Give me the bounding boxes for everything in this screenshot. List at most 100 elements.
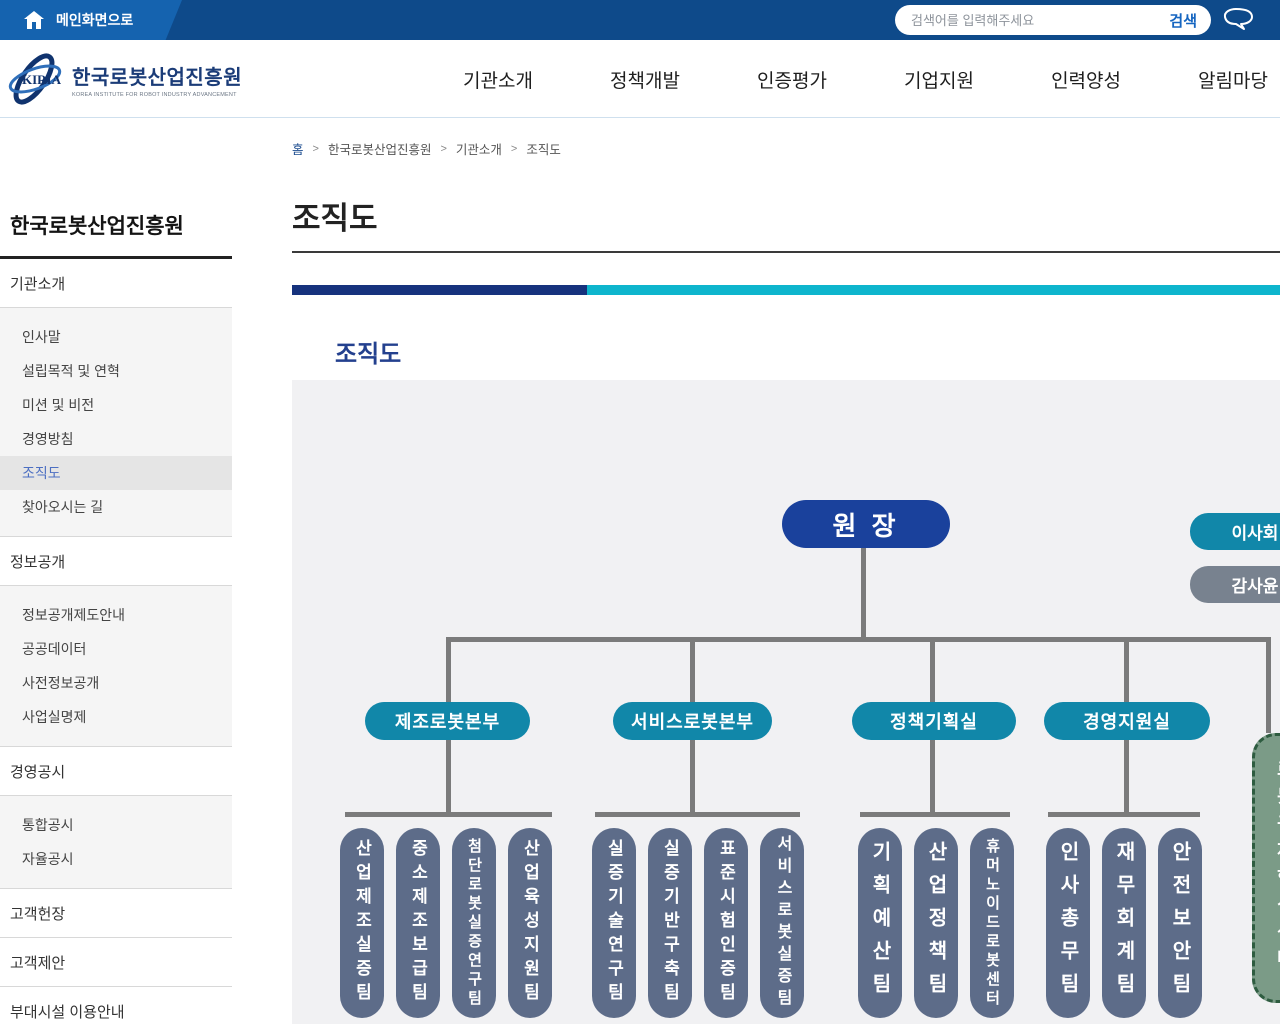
divider xyxy=(0,795,232,796)
sidebar-item-disclosure-guide[interactable]: 정보공개제도안내 xyxy=(22,607,126,623)
speech-bubble-icon[interactable] xyxy=(1220,7,1260,33)
breadcrumb-home[interactable]: 홈 xyxy=(292,143,304,157)
nav-item-policy[interactable]: 정책개발 xyxy=(610,70,680,92)
breadcrumb-separator: > xyxy=(440,142,447,155)
sidebar-submenu-management-disclosure: 통합공시 자율공시 xyxy=(0,796,232,889)
org-team-pill: 휴머노이드로봇센터 xyxy=(970,828,1014,1018)
org-team-label: 산업육성지원팀 xyxy=(520,839,540,1007)
sidebar-title: 한국로봇산업진흥원 xyxy=(10,215,184,238)
sidebar-item-org-chart[interactable]: 조직도 xyxy=(0,456,232,490)
sidebar-item-management-policy[interactable]: 경영방침 xyxy=(22,431,74,447)
sidebar-item-project-real-name[interactable]: 사업실명제 xyxy=(22,709,87,725)
sidebar-item-integrated-disclosure[interactable]: 통합공시 xyxy=(22,817,74,833)
org-team-label: 안전보안팀 xyxy=(1168,840,1191,1006)
logo-subtitle: KOREA INSTITUTE FOR ROBOT INDUSTRY ADVAN… xyxy=(72,91,237,98)
connector-line xyxy=(345,812,552,817)
sidebar-section-info-disclosure[interactable]: 정보공개 xyxy=(10,554,66,571)
org-team-pill: 인사총무팀 xyxy=(1046,828,1090,1018)
nav-item-certification[interactable]: 인증평가 xyxy=(757,70,827,92)
breadcrumb-institute[interactable]: 한국로봇산업진흥원 xyxy=(327,143,432,157)
org-team-label: 실증기술연구팀 xyxy=(604,839,624,1007)
home-link-label: 메인화면으로 xyxy=(56,12,134,28)
home-icon xyxy=(24,11,44,29)
org-team-pill: 재무회계팀 xyxy=(1102,828,1146,1018)
logo-name: 한국로봇산업진흥원 xyxy=(72,66,243,89)
breadcrumb-about[interactable]: 기관소개 xyxy=(455,143,502,157)
org-chart: 원 장 이사회 감사윤 제조로봇본부 서비스로봇본부 정책기획실 경영지원실 산… xyxy=(292,380,1280,1024)
kiria-logo[interactable]: KIRIA 한국로봇산업진흥원 KOREA INSTITUTE FOR ROBO… xyxy=(6,50,242,108)
main-home-link[interactable]: 메인화면으로 xyxy=(0,0,182,40)
org-team-label: 표준시험인증팀 xyxy=(716,839,736,1007)
sidebar-submenu-info-disclosure: 정보공개제도안내 공공데이터 사전정보공개 사업실명제 xyxy=(0,586,232,747)
connector-line xyxy=(1048,812,1200,817)
sidebar-item-advance-disclosure[interactable]: 사전정보공개 xyxy=(22,675,100,691)
divider xyxy=(0,585,232,586)
sidebar-title-rule xyxy=(0,256,232,259)
org-robot-regulation-innovation-center: 로봇규제혁신센터 xyxy=(1252,733,1280,1003)
org-team-label: 서비스로봇실증팀 xyxy=(774,835,791,1011)
org-division-manufacturing-robot: 제조로봇본부 xyxy=(365,702,530,740)
org-team-label: 재무회계팀 xyxy=(1112,840,1135,1006)
connector-line xyxy=(1266,637,1271,733)
sidebar: 한국로봇산업진흥원 기관소개 인사말 설립목적 및 연혁 미션 및 비전 경영방… xyxy=(0,200,232,1024)
org-team-pill: 첨단로봇실증연구팀 xyxy=(452,828,496,1018)
sidebar-section-about[interactable]: 기관소개 xyxy=(10,276,66,293)
connector-line xyxy=(861,547,866,638)
search-input[interactable] xyxy=(911,12,1170,28)
connector-line xyxy=(860,812,1010,817)
connector-line xyxy=(1124,637,1129,702)
sidebar-submenu-about: 인사말 설립목적 및 연혁 미션 및 비전 경영방침 조직도 찾아오시는 길 xyxy=(0,308,232,537)
nav-item-business-support[interactable]: 기업지원 xyxy=(904,70,974,92)
connector-line xyxy=(446,740,451,812)
connector-line xyxy=(930,740,935,812)
sidebar-section-facility-guide[interactable]: 부대시설 이용안내 xyxy=(10,1004,125,1021)
nav-item-about[interactable]: 기관소개 xyxy=(463,70,533,92)
org-team-pill: 산업육성지원팀 xyxy=(508,828,552,1018)
connector-line xyxy=(1124,740,1129,812)
nav-item-hr-development[interactable]: 인력양성 xyxy=(1051,70,1121,92)
breadcrumb-separator: > xyxy=(510,142,518,155)
org-team-label: 인사총무팀 xyxy=(1056,840,1079,1006)
sidebar-section-customer-charter[interactable]: 고객헌장 xyxy=(10,906,66,923)
accent-bar-cyan xyxy=(587,285,1280,295)
nav-item-news[interactable]: 알림마당 xyxy=(1198,70,1268,92)
org-team-pill: 실증기반구축팀 xyxy=(648,828,692,1018)
kiria-logo-mark: KIRIA xyxy=(8,53,62,105)
org-root-president: 원 장 xyxy=(782,500,950,548)
org-team-label: 실증기반구축팀 xyxy=(660,839,680,1007)
org-team-label: 첨단로봇실증연구팀 xyxy=(465,837,483,1009)
top-utility-bar: 메인화면으로 검색 xyxy=(0,0,1280,40)
page-title: 조직도 xyxy=(292,201,378,236)
breadcrumb: 홈 > 한국로봇산업진흥원 > 기관소개 > 조직도 xyxy=(292,139,561,158)
sidebar-item-purpose-history[interactable]: 설립목적 및 연혁 xyxy=(22,363,120,379)
breadcrumb-separator: > xyxy=(312,142,319,155)
org-team-pill: 서비스로봇실증팀 xyxy=(760,828,804,1018)
divider xyxy=(0,986,232,987)
sidebar-section-management-disclosure[interactable]: 경영공시 xyxy=(10,764,66,781)
sidebar-item-directions[interactable]: 찾아오시는 길 xyxy=(22,499,104,515)
sidebar-item-greeting[interactable]: 인사말 xyxy=(22,329,61,345)
org-board-of-directors: 이사회 xyxy=(1190,513,1280,550)
org-team-pill: 기획예산팀 xyxy=(858,828,902,1018)
org-team-label: 중소제조보급팀 xyxy=(408,839,428,1007)
org-chart-heading: 조직도 xyxy=(335,341,402,368)
org-team-label: 기획예산팀 xyxy=(868,840,891,1006)
sidebar-section-customer-suggestion[interactable]: 고객제안 xyxy=(10,955,66,972)
sidebar-item-voluntary-disclosure[interactable]: 자율공시 xyxy=(22,851,74,867)
sidebar-item-mission-vision[interactable]: 미션 및 비전 xyxy=(22,397,95,413)
org-team-pill: 산업제조실증팀 xyxy=(340,828,384,1018)
site-header: KIRIA 한국로봇산업진흥원 KOREA INSTITUTE FOR ROBO… xyxy=(0,40,1280,118)
org-division-management-support: 경영지원실 xyxy=(1044,702,1210,740)
org-team-pill: 안전보안팀 xyxy=(1158,828,1202,1018)
org-division-policy-planning: 정책기획실 xyxy=(852,702,1016,740)
org-team-label: 휴머노이드로봇센터 xyxy=(983,837,1001,1009)
connector-line xyxy=(448,637,1271,642)
search-button[interactable]: 검색 xyxy=(1169,12,1197,30)
connector-line xyxy=(690,740,695,812)
connector-line xyxy=(446,637,451,702)
org-team-pill: 표준시험인증팀 xyxy=(704,828,748,1018)
sidebar-item-public-data[interactable]: 공공데이터 xyxy=(22,641,87,657)
kiria-logo-text: 한국로봇산업진흥원 KOREA INSTITUTE FOR ROBOT INDU… xyxy=(72,61,242,98)
org-audit-box: 감사윤 xyxy=(1190,566,1280,603)
